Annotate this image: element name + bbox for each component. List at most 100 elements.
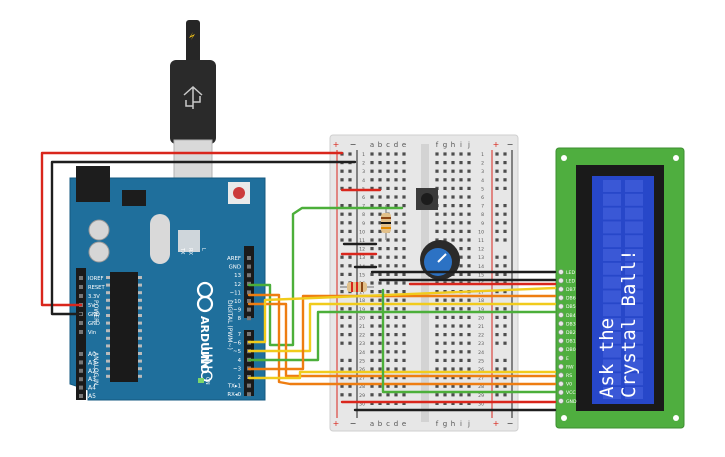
rail-hole[interactable]: [495, 272, 499, 276]
rail-hole[interactable]: [340, 324, 344, 328]
breadboard-hole[interactable]: [443, 315, 447, 319]
breadboard-hole[interactable]: [386, 161, 390, 165]
breadboard-hole[interactable]: [443, 401, 447, 405]
rail-hole[interactable]: [503, 161, 507, 165]
breadboard-hole[interactable]: [370, 161, 374, 165]
breadboard-hole[interactable]: [467, 212, 471, 216]
breadboard-hole[interactable]: [451, 178, 455, 182]
breadboard-hole[interactable]: [378, 307, 382, 311]
rail-hole[interactable]: [340, 212, 344, 216]
rail-hole[interactable]: [503, 229, 507, 233]
breadboard-hole[interactable]: [394, 238, 398, 242]
breadboard-hole[interactable]: [386, 281, 390, 285]
breadboard-hole[interactable]: [459, 307, 463, 311]
breadboard-hole[interactable]: [402, 315, 406, 319]
breadboard-hole[interactable]: [394, 195, 398, 199]
rail-hole[interactable]: [503, 212, 507, 216]
breadboard-hole[interactable]: [370, 333, 374, 337]
breadboard-hole[interactable]: [451, 384, 455, 388]
rail-hole[interactable]: [495, 264, 499, 268]
rail-hole[interactable]: [495, 341, 499, 345]
rail-hole[interactable]: [348, 315, 352, 319]
breadboard-hole[interactable]: [394, 178, 398, 182]
breadboard-hole[interactable]: [459, 350, 463, 354]
breadboard-hole[interactable]: [451, 221, 455, 225]
breadboard-hole[interactable]: [386, 333, 390, 337]
rail-hole[interactable]: [495, 221, 499, 225]
rail-hole[interactable]: [340, 341, 344, 345]
rail-hole[interactable]: [503, 290, 507, 294]
breadboard-hole[interactable]: [467, 221, 471, 225]
breadboard-hole[interactable]: [459, 255, 463, 259]
breadboard-hole[interactable]: [394, 384, 398, 388]
breadboard-hole[interactable]: [459, 195, 463, 199]
breadboard-hole[interactable]: [386, 384, 390, 388]
breadboard-hole[interactable]: [378, 384, 382, 388]
breadboard-hole[interactable]: [394, 298, 398, 302]
header-hole[interactable]: [79, 360, 83, 365]
breadboard-hole[interactable]: [402, 393, 406, 397]
breadboard-hole[interactable]: [459, 169, 463, 173]
rail-hole[interactable]: [503, 204, 507, 208]
breadboard-hole[interactable]: [386, 178, 390, 182]
rail-hole[interactable]: [503, 255, 507, 259]
breadboard-hole[interactable]: [386, 393, 390, 397]
breadboard-hole[interactable]: [467, 247, 471, 251]
breadboard-hole[interactable]: [394, 161, 398, 165]
rail-hole[interactable]: [495, 315, 499, 319]
breadboard-hole[interactable]: [386, 152, 390, 156]
breadboard-hole[interactable]: [402, 307, 406, 311]
breadboard-hole[interactable]: [451, 161, 455, 165]
breadboard-hole[interactable]: [370, 350, 374, 354]
header-hole[interactable]: [247, 383, 251, 388]
breadboard-hole[interactable]: [378, 178, 382, 182]
breadboard-hole[interactable]: [394, 376, 398, 380]
breadboard-hole[interactable]: [467, 169, 471, 173]
header-hole[interactable]: [247, 264, 251, 269]
breadboard-hole[interactable]: [394, 204, 398, 208]
breadboard-hole[interactable]: [435, 376, 439, 380]
breadboard-hole[interactable]: [402, 195, 406, 199]
breadboard-hole[interactable]: [459, 212, 463, 216]
breadboard-hole[interactable]: [394, 221, 398, 225]
rail-hole[interactable]: [348, 229, 352, 233]
rail-hole[interactable]: [495, 178, 499, 182]
breadboard-hole[interactable]: [459, 221, 463, 225]
breadboard-hole[interactable]: [459, 152, 463, 156]
rail-hole[interactable]: [340, 358, 344, 362]
breadboard-hole[interactable]: [370, 169, 374, 173]
rail-hole[interactable]: [503, 169, 507, 173]
rail-hole[interactable]: [503, 384, 507, 388]
breadboard-hole[interactable]: [378, 341, 382, 345]
breadboard-hole[interactable]: [402, 169, 406, 173]
breadboard-hole[interactable]: [443, 298, 447, 302]
rail-hole[interactable]: [495, 204, 499, 208]
rail-hole[interactable]: [348, 307, 352, 311]
rail-hole[interactable]: [340, 290, 344, 294]
breadboard-hole[interactable]: [378, 272, 382, 276]
breadboard-hole[interactable]: [459, 229, 463, 233]
breadboard-hole[interactable]: [394, 264, 398, 268]
breadboard-hole[interactable]: [402, 298, 406, 302]
breadboard-hole[interactable]: [378, 161, 382, 165]
breadboard-hole[interactable]: [435, 290, 439, 294]
breadboard-hole[interactable]: [394, 401, 398, 405]
breadboard-hole[interactable]: [451, 152, 455, 156]
breadboard-hole[interactable]: [459, 298, 463, 302]
breadboard-hole[interactable]: [370, 358, 374, 362]
header-hole[interactable]: [79, 321, 83, 325]
breadboard-hole[interactable]: [386, 195, 390, 199]
breadboard-hole[interactable]: [467, 307, 471, 311]
breadboard-hole[interactable]: [370, 221, 374, 225]
breadboard-hole[interactable]: [402, 401, 406, 405]
rail-hole[interactable]: [340, 169, 344, 173]
lcd-pin[interactable]: [558, 295, 564, 301]
breadboard-hole[interactable]: [370, 290, 374, 294]
header-hole[interactable]: [79, 294, 83, 298]
breadboard-hole[interactable]: [394, 247, 398, 251]
breadboard-hole[interactable]: [435, 161, 439, 165]
breadboard-hole[interactable]: [451, 229, 455, 233]
breadboard-hole[interactable]: [394, 367, 398, 371]
rail-hole[interactable]: [348, 324, 352, 328]
breadboard-hole[interactable]: [451, 212, 455, 216]
